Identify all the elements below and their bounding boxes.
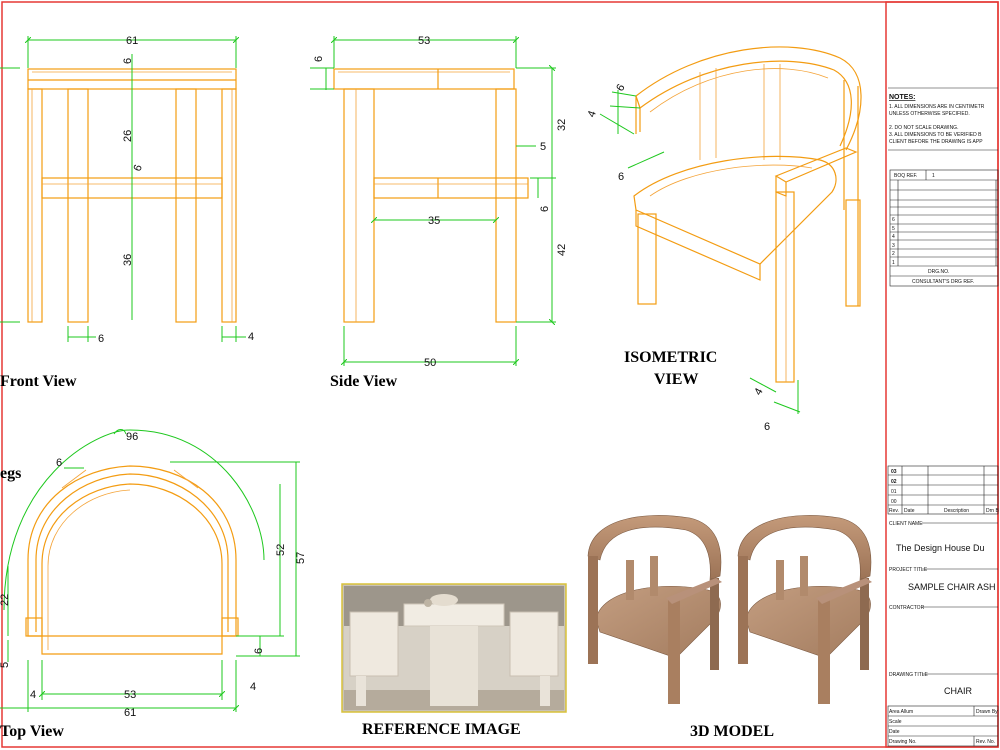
boq-value: 1 <box>932 173 935 179</box>
top-width-dim: 61 <box>124 707 136 719</box>
top-view-title: Top View <box>0 723 64 740</box>
model-chair-right <box>737 515 872 704</box>
notes-title: NOTES: <box>889 94 915 101</box>
side-depth-dim: 53 <box>418 35 430 47</box>
boq-row-2: 2 <box>892 251 895 257</box>
front-leg-dim: 6 <box>98 333 104 345</box>
legs-partial-label: egs <box>0 465 21 482</box>
front-view-title: Front View <box>0 373 77 390</box>
drawing-no-label: Drawing No. <box>889 739 917 745</box>
title-block: NOTES: 1. ALL DIMENSIONS ARE IN CENTIMET… <box>885 1 999 748</box>
reference-title: REFERENCE IMAGE <box>362 721 521 738</box>
iso-dim-b: 4 <box>586 109 599 119</box>
boq-row-3: 3 <box>892 243 895 249</box>
front-upper-dim: 26 <box>122 130 134 142</box>
project-label: PROJECT TITLE <box>889 567 928 573</box>
model-3d: 3D MODEL <box>587 515 872 740</box>
front-gap-dim: 4 <box>248 331 254 343</box>
client-label: CLIENT NAME <box>889 521 923 527</box>
contractor-label: CONTRACTOR <box>889 605 925 611</box>
top-side-dim: 22 <box>0 594 11 606</box>
iso-dim-e: 6 <box>764 421 770 433</box>
revision-table: 03 02 01 00 Rev. Date Description Drn B <box>887 465 999 515</box>
side-seat-dim: 6 <box>539 206 551 212</box>
top-inner-width-dim: 53 <box>124 689 136 701</box>
top-inner-depth-dim: 52 <box>275 544 287 556</box>
iso-view-title-1: ISOMETRIC <box>624 349 717 366</box>
side-base-dim: 50 <box>424 357 436 369</box>
area-label: Area Allum <box>889 709 913 715</box>
front-toprail-dim: 6 <box>122 58 134 64</box>
front-width-dim: 61 <box>126 35 138 47</box>
side-view-title: Side View <box>330 373 398 390</box>
iso-dim-d: 4 <box>752 386 765 397</box>
notes-line-4: 3. ALL DIMENSIONS TO BE VERIFIED B <box>889 132 982 138</box>
scale-label: Scale <box>889 719 902 725</box>
top-left-small-dim: 5 <box>0 662 11 668</box>
drawing-title-label: DRAWING TITLE <box>889 672 929 678</box>
notes-line-5: CLIENT BEFORE THE DRAWING IS APP <box>889 139 983 145</box>
notes-line-1: 1. ALL DIMENSIONS ARE IN CENTIMETR <box>889 104 985 110</box>
rev-02: 02 <box>891 479 897 485</box>
top-view: egs 96 6 52 57 6 22 5 4 53 4 <box>0 429 307 740</box>
side-arm-dim: 5 <box>540 141 546 153</box>
client-name: The Design House Du <box>896 543 985 553</box>
side-lower-dim: 42 <box>556 244 568 256</box>
iso-dim-c: 6 <box>618 171 624 183</box>
iso-view-title-2: VIEW <box>654 371 698 388</box>
boq-row-6: 6 <box>892 217 895 223</box>
notes-line-2: UNLESS OTHERWISE SPECIFIED. <box>889 111 970 117</box>
notes: NOTES: 1. ALL DIMENSIONS ARE IN CENTIMET… <box>889 94 985 145</box>
top-outer-depth-dim: 57 <box>295 552 307 564</box>
top-right-gap-dim: 4 <box>250 681 256 693</box>
top-right-small-dim: 6 <box>253 648 265 654</box>
model-title: 3D MODEL <box>690 723 774 740</box>
rev-no-label: Rev. No. <box>976 739 995 745</box>
rev-00: 00 <box>891 499 897 505</box>
reference-image: REFERENCE IMAGE <box>341 583 567 738</box>
side-upper-dim: 32 <box>556 119 568 131</box>
boq-table: BOQ REF. 1 6 5 4 3 2 1 DRG.NO. CONSULTAN… <box>889 169 999 287</box>
project-title: SAMPLE CHAIR ASH <box>908 582 996 592</box>
consultant-drg: CONSULTANT'S DRG REF. <box>912 279 974 285</box>
rev-col-date: Date <box>904 508 915 514</box>
rev-col-drawn: Drn B <box>986 508 999 514</box>
side-view: 53 6 35 50 32 42 5 6 Side View <box>310 35 568 390</box>
drawing-title: CHAIR <box>944 686 973 696</box>
front-lower-dim: 36 <box>122 254 134 266</box>
front-view: 61 6 26 6 36 6 4 Front View <box>0 35 254 390</box>
top-left-gap-dim: 4 <box>30 689 36 701</box>
date-label: Date <box>889 729 900 735</box>
boq-label: BOQ REF. <box>894 173 917 179</box>
side-rail-dim: 35 <box>428 215 440 227</box>
rev-03: 03 <box>891 469 897 475</box>
iso-dim-a: 6 <box>614 82 627 93</box>
top-arc-dim: 96 <box>126 431 138 443</box>
top-rail-dim: 6 <box>56 457 62 469</box>
rev-col-description: Description <box>944 508 969 514</box>
boq-row-5: 5 <box>892 226 895 232</box>
drg-no: DRG.NO. <box>928 269 949 275</box>
model-chair-left <box>587 515 722 704</box>
notes-line-3: 2. DO NOT SCALE DRAWING. <box>889 125 958 131</box>
drawn-by-label: Drawn By <box>976 709 998 715</box>
isometric-view: 6 4 6 4 6 ISOMETRIC VIEW <box>586 46 862 433</box>
rev-col-rev: Rev. <box>889 508 899 514</box>
boq-row-4: 4 <box>892 234 895 240</box>
rev-01: 01 <box>891 489 897 495</box>
boq-row-1: 1 <box>892 260 895 266</box>
front-seat-dim: 6 <box>132 163 145 173</box>
side-toprail-dim: 6 <box>313 56 325 62</box>
